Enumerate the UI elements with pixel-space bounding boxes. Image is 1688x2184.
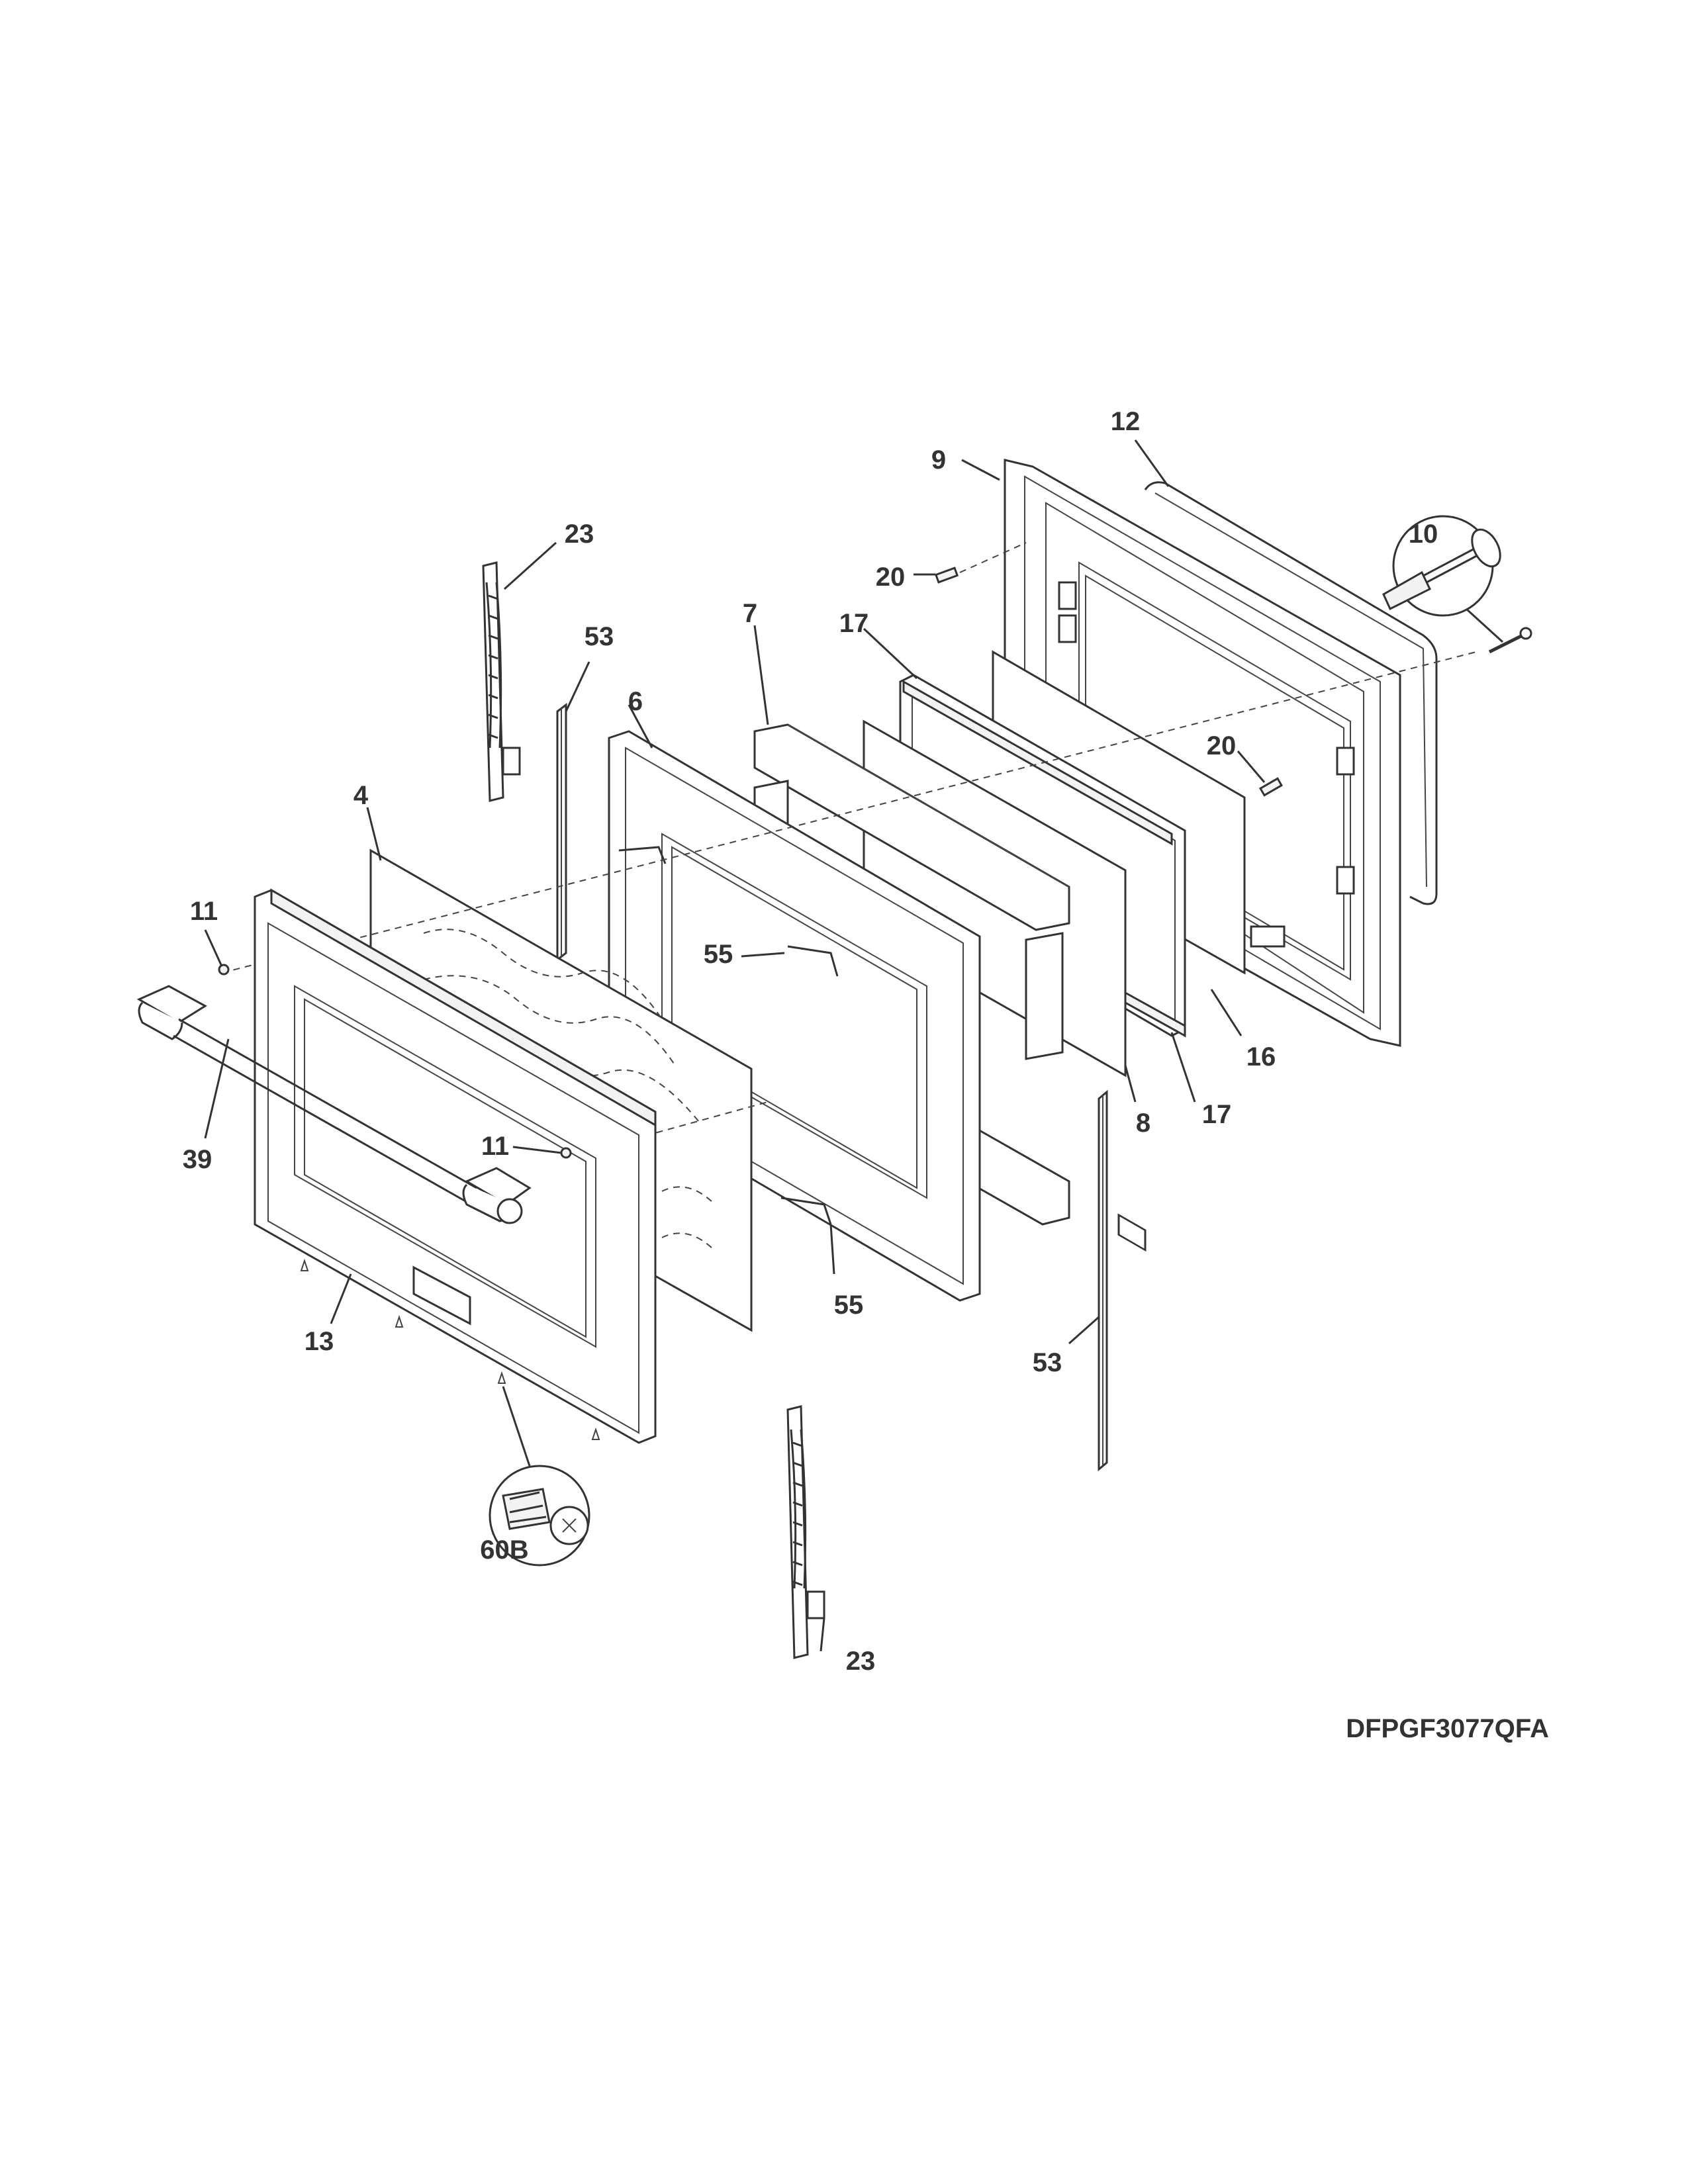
side-channel-part-53-upper xyxy=(556,702,567,962)
part-label-13: 13 xyxy=(305,1327,334,1356)
part-label-12: 12 xyxy=(1111,407,1141,436)
part-label-4: 4 xyxy=(353,781,369,810)
part-label-11-lower: 11 xyxy=(481,1132,509,1161)
model-code: DFPGF3077QFA xyxy=(1346,1714,1549,1743)
part-label-60B: 60B xyxy=(480,1535,528,1565)
part-label-7: 7 xyxy=(743,599,757,628)
part-label-39: 39 xyxy=(183,1145,212,1174)
part-label-17-upper: 17 xyxy=(839,609,869,638)
part-labels: 9 12 10 23 53 20 7 17 6 20 4 11 55 16 8 … xyxy=(183,407,1438,1676)
part-label-55-lower: 55 xyxy=(834,1291,864,1320)
part-label-53-upper: 53 xyxy=(585,622,614,651)
screw-callout-circle-60B xyxy=(489,1465,590,1567)
part-label-6: 6 xyxy=(628,687,643,716)
part-label-11-upper: 11 xyxy=(190,897,218,926)
hinge-part-23-lower xyxy=(786,1405,825,1659)
screw-callout-circle-10 xyxy=(1382,515,1532,654)
clip-part-20-lower xyxy=(1258,777,1284,797)
part-label-53-lower: 53 xyxy=(1033,1348,1062,1377)
part-label-20-lower: 20 xyxy=(1207,731,1237,760)
outer-door-frame-part xyxy=(1004,459,1401,1252)
door-gasket-part xyxy=(1144,481,1438,905)
part-label-8: 8 xyxy=(1136,1109,1150,1138)
door-handle-part-39 xyxy=(136,985,532,1224)
part-label-16: 16 xyxy=(1246,1042,1276,1071)
hinge-part-23-upper xyxy=(482,561,521,802)
part-label-10: 10 xyxy=(1409,520,1438,549)
part-label-20-upper: 20 xyxy=(876,563,906,592)
part-label-23-lower: 23 xyxy=(846,1647,876,1676)
part-label-17-lower: 17 xyxy=(1202,1100,1232,1129)
part-label-9: 9 xyxy=(931,445,946,475)
side-channel-part-53-lower xyxy=(1098,1089,1108,1472)
leader-lines xyxy=(204,439,1266,1652)
outer-door-part-13 xyxy=(218,888,657,1444)
part-label-55-upper: 55 xyxy=(704,940,733,969)
part-label-23-upper: 23 xyxy=(565,520,594,549)
clip-part-20-upper xyxy=(934,542,1027,584)
